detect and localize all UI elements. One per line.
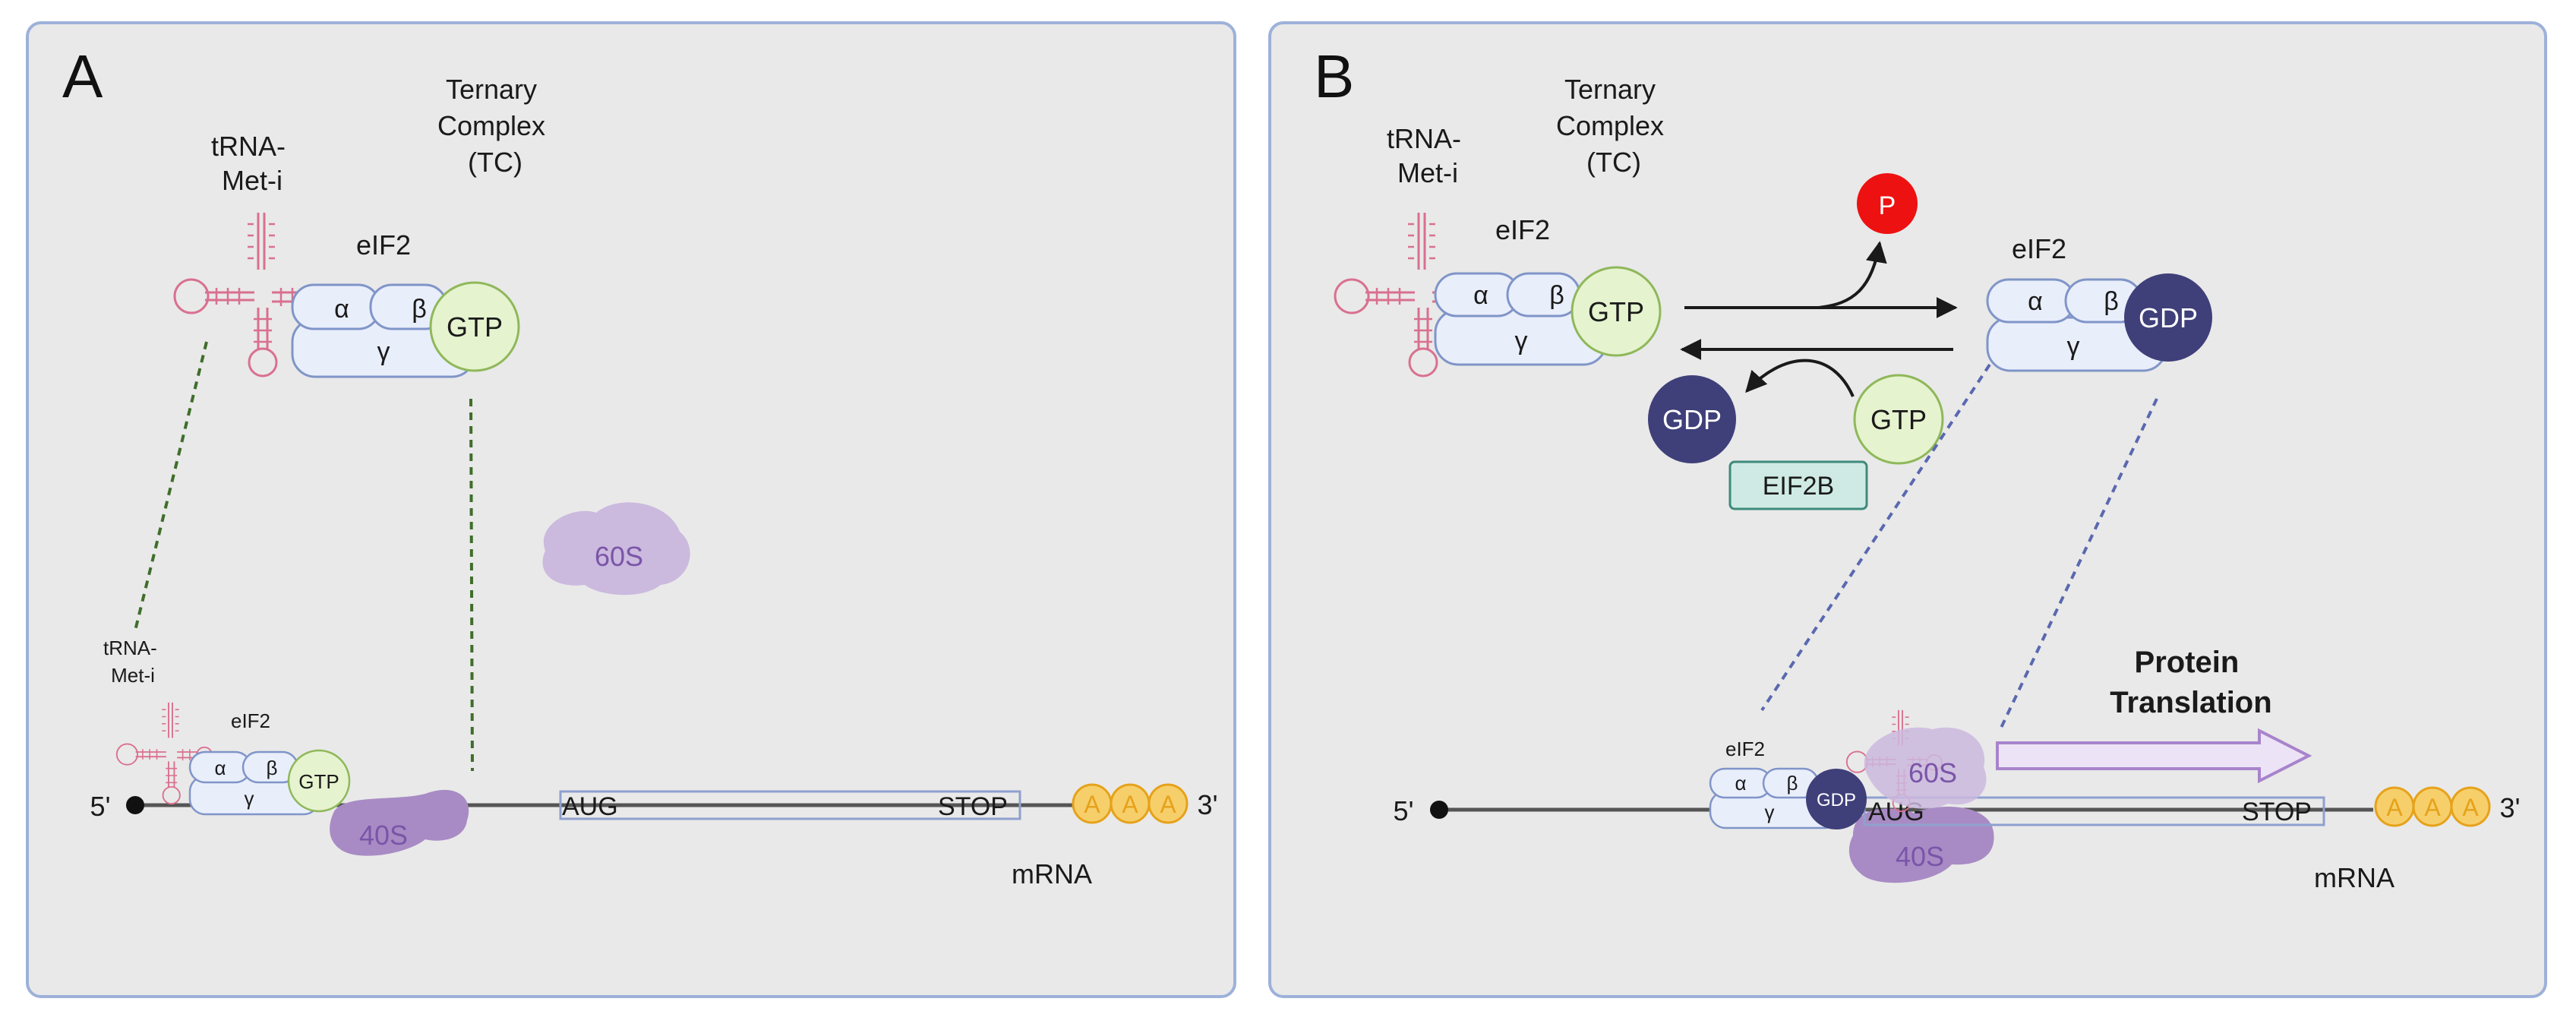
eif2-complex: eIF2 α β γ GTP bbox=[291, 229, 520, 378]
mrna-label-b: mRNA bbox=[2314, 862, 2394, 893]
gdp-circle-exchange bbox=[1648, 375, 1736, 463]
svg-text:γ: γ bbox=[377, 337, 390, 366]
svg-text:GTP: GTP bbox=[1588, 296, 1644, 327]
phosphate-release-arrow bbox=[1818, 241, 1887, 309]
svg-text:A: A bbox=[1160, 791, 1176, 818]
ribosome-40s: 40S bbox=[330, 789, 469, 856]
ribosome-60s: 60S bbox=[542, 502, 690, 596]
phosphate-label: P bbox=[1879, 191, 1896, 220]
eif2-label: eIF2 bbox=[356, 229, 411, 261]
svg-text:α: α bbox=[334, 295, 349, 324]
gtp-label: GTP bbox=[447, 311, 503, 343]
svg-text:β: β bbox=[267, 757, 278, 779]
gtp-circle-b bbox=[1571, 266, 1662, 357]
mrna-label: mRNA bbox=[1012, 858, 1092, 889]
svg-text:3': 3' bbox=[2500, 792, 2521, 823]
svg-text:GTP: GTP bbox=[298, 770, 339, 793]
stop-label: STOP bbox=[938, 792, 1008, 821]
protein-translation-label: Protein Translation bbox=[2110, 646, 2271, 719]
trna-met-i-label-b: tRNA- Met-i bbox=[1387, 123, 1469, 188]
svg-text:3': 3' bbox=[1198, 789, 1218, 820]
gtp-circle bbox=[429, 281, 520, 372]
panel-letter-a: A bbox=[62, 43, 103, 110]
svg-text:γ: γ bbox=[2067, 332, 2080, 361]
svg-text:GDP: GDP bbox=[1817, 790, 1856, 810]
svg-text:eIF2: eIF2 bbox=[1725, 738, 1765, 760]
svg-text:GDP: GDP bbox=[1662, 404, 1722, 435]
svg-text:α: α bbox=[1473, 281, 1488, 310]
svg-text:GTP: GTP bbox=[1870, 404, 1927, 435]
dashed-line-right bbox=[469, 398, 474, 772]
ternary-complex-label: Ternary Complex (TC) bbox=[437, 74, 553, 178]
gdp-circle-b bbox=[2124, 273, 2212, 362]
svg-text:eIF2: eIF2 bbox=[2012, 233, 2066, 264]
gdp-gtp-exchange-arrow bbox=[1745, 359, 1855, 397]
svg-text:5': 5' bbox=[1394, 795, 1414, 826]
svg-text:60S: 60S bbox=[1908, 757, 1957, 788]
five-prime-cap bbox=[126, 796, 144, 814]
svg-text:β: β bbox=[2104, 287, 2119, 316]
panel-letter-b: B bbox=[1314, 43, 1354, 110]
translation-arrow bbox=[1996, 728, 2312, 784]
gtp-circle-exchange bbox=[1853, 374, 1944, 465]
svg-text:STOP: STOP bbox=[2242, 798, 2312, 826]
svg-text:40S: 40S bbox=[1896, 841, 1944, 872]
svg-text:A: A bbox=[2424, 794, 2441, 821]
svg-text:40S: 40S bbox=[359, 820, 408, 851]
svg-text:β: β bbox=[1549, 281, 1564, 310]
svg-text:α: α bbox=[2028, 287, 2043, 316]
dashed-line-left bbox=[134, 341, 208, 631]
ribosome-60s-b: 60S bbox=[1864, 727, 1987, 809]
eif2b-label: EIF2B bbox=[1763, 472, 1834, 501]
small-trna-label: tRNA- Met-i bbox=[103, 637, 163, 687]
svg-text:γ: γ bbox=[1515, 327, 1528, 355]
svg-text:A: A bbox=[2462, 794, 2479, 821]
svg-text:A: A bbox=[1122, 791, 1138, 818]
small-gtp-circle bbox=[287, 749, 351, 813]
svg-text:β: β bbox=[1787, 772, 1798, 795]
svg-text:60S: 60S bbox=[595, 541, 643, 572]
svg-text:α: α bbox=[1735, 772, 1746, 795]
phosphate-circle bbox=[1857, 173, 1918, 234]
poly-a-tail: A A A bbox=[1072, 783, 1189, 824]
svg-text:γ: γ bbox=[1765, 801, 1775, 823]
ternary-complex-label-b: Ternary Complex (TC) bbox=[1556, 74, 1672, 178]
trna-met-i-label: tRNA- Met-i bbox=[211, 131, 293, 196]
poly-a-tail-b: A A A bbox=[2374, 786, 2491, 827]
aug-label: AUG bbox=[562, 792, 618, 821]
panel-a: A Ternary Complex (TC) tRNA- Met-i eIF2 … bbox=[26, 21, 1236, 998]
panel-b: B Ternary Complex (TC) tRNA- Met-i eIF2 … bbox=[1268, 21, 2547, 998]
orf-box bbox=[559, 790, 1021, 820]
svg-text:A: A bbox=[2386, 794, 2403, 821]
svg-text:eIF2: eIF2 bbox=[1495, 214, 1550, 245]
small-gdp-circle bbox=[1806, 769, 1867, 829]
eif2b-box bbox=[1728, 460, 1868, 510]
svg-text:β: β bbox=[412, 295, 427, 324]
svg-text:γ: γ bbox=[245, 787, 254, 810]
svg-text:α: α bbox=[214, 757, 226, 779]
svg-text:5': 5' bbox=[90, 791, 111, 822]
svg-text:GDP: GDP bbox=[2139, 302, 2198, 333]
svg-text:eIF2: eIF2 bbox=[231, 709, 270, 732]
svg-text:A: A bbox=[1084, 791, 1100, 818]
